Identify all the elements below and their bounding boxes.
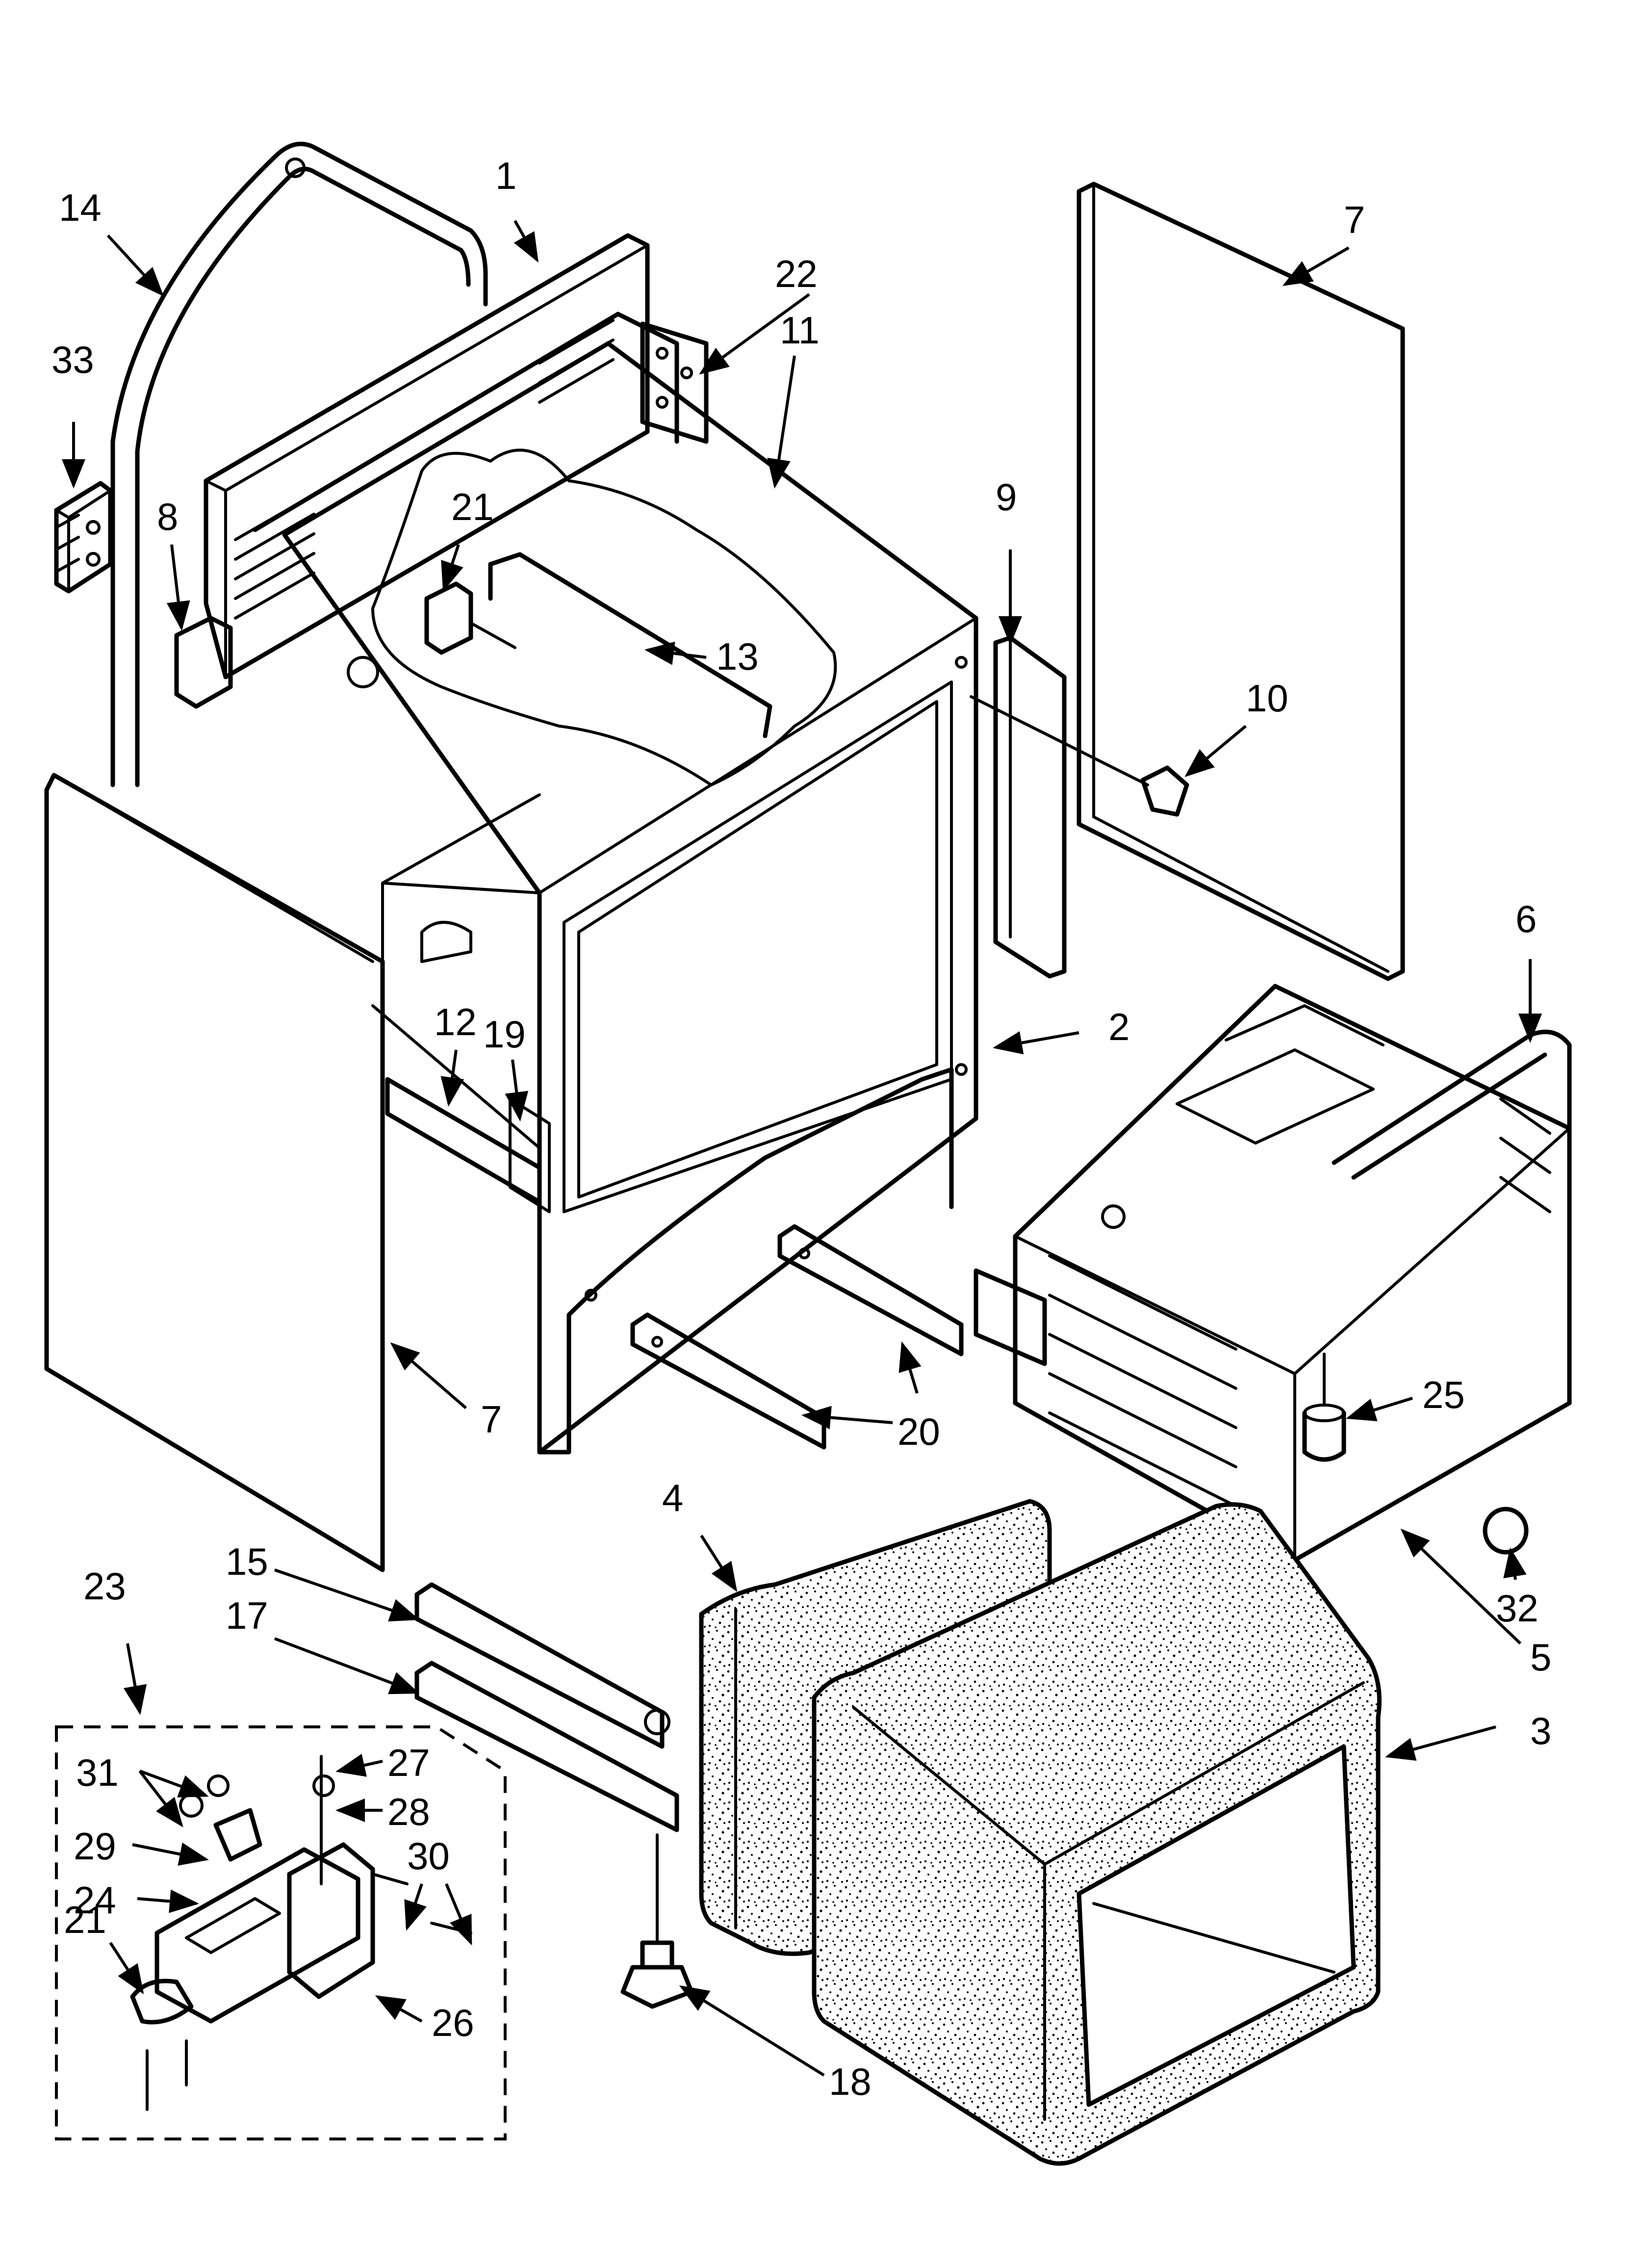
- callout-22: 22: [775, 252, 818, 295]
- wire-tube: [488, 552, 772, 738]
- callout-8: 8: [157, 495, 178, 538]
- callout-28: 28: [387, 1790, 430, 1833]
- callout-1: 1: [495, 154, 516, 197]
- side-panel-right: [1077, 182, 1405, 981]
- callout-27: 27: [387, 1741, 430, 1784]
- callout-3: 3: [1530, 1709, 1551, 1752]
- callout-23: 23: [83, 1564, 126, 1608]
- callout-26: 26: [432, 2001, 474, 2044]
- cavity-frame: [253, 312, 978, 1455]
- rail-bracket-upper: [777, 1224, 964, 1356]
- leveling-leg: [620, 1833, 694, 2009]
- callout-6: 6: [1515, 897, 1537, 940]
- callout-5: 5: [1530, 1636, 1551, 1679]
- callout-29: 29: [74, 1825, 116, 1868]
- callout-32: 32: [1496, 1587, 1539, 1630]
- callout-12: 12: [434, 1000, 477, 1043]
- callout-17: 17: [226, 1594, 268, 1637]
- cross-member: [385, 1077, 551, 1213]
- rail-bracket-lower: [630, 1312, 826, 1450]
- callout-19: 19: [483, 1013, 526, 1056]
- cutaway-region: [371, 448, 837, 786]
- callout-33: 33: [51, 338, 94, 381]
- callout-31: 31: [76, 1751, 119, 1794]
- light-lens: [1483, 1507, 1529, 1555]
- callout-labels: 1 2 3 4 5 6 7 7 8 9 10 11 12 13 14 15 17…: [51, 154, 1551, 2103]
- callout-30: 30: [407, 1834, 450, 1877]
- bake-element: [1332, 1029, 1572, 1258]
- callout-13: 13: [716, 635, 759, 678]
- side-panel-left: [44, 773, 385, 1572]
- door-latch-assembly: [55, 1725, 507, 2140]
- callout-2: 2: [1108, 1005, 1129, 1048]
- leader-lines: [62, 220, 1542, 2077]
- connector-part: [970, 695, 1189, 817]
- callout-14: 14: [59, 186, 102, 229]
- callout-15: 15: [226, 1540, 268, 1583]
- callout-24: 24: [74, 1878, 116, 1922]
- rear-tube-frame: [110, 141, 488, 787]
- callout-10: 10: [1246, 677, 1288, 720]
- callout-25: 25: [1422, 1373, 1465, 1416]
- callout-9: 9: [996, 475, 1017, 519]
- side-bracket-strip: [993, 635, 1067, 979]
- callout-21-top: 21: [451, 485, 494, 528]
- callout-7-top: 7: [1344, 198, 1365, 241]
- oven-cavity: [974, 984, 1572, 1563]
- thermal-fuse-top: [424, 581, 516, 655]
- callout-7-bottom: 7: [481, 1398, 502, 1441]
- callout-4: 4: [662, 1476, 683, 1519]
- light-socket: [1302, 1353, 1346, 1462]
- callout-18: 18: [829, 2060, 872, 2103]
- switch-part: [174, 616, 233, 709]
- hinge-receptacle: [640, 321, 709, 444]
- terminal-block: [54, 481, 113, 594]
- callout-11: 11: [780, 309, 820, 352]
- callout-20: 20: [898, 1410, 940, 1453]
- insulation-wrap: [812, 1502, 1382, 2166]
- callout-21-latch: 21: [64, 1898, 106, 1941]
